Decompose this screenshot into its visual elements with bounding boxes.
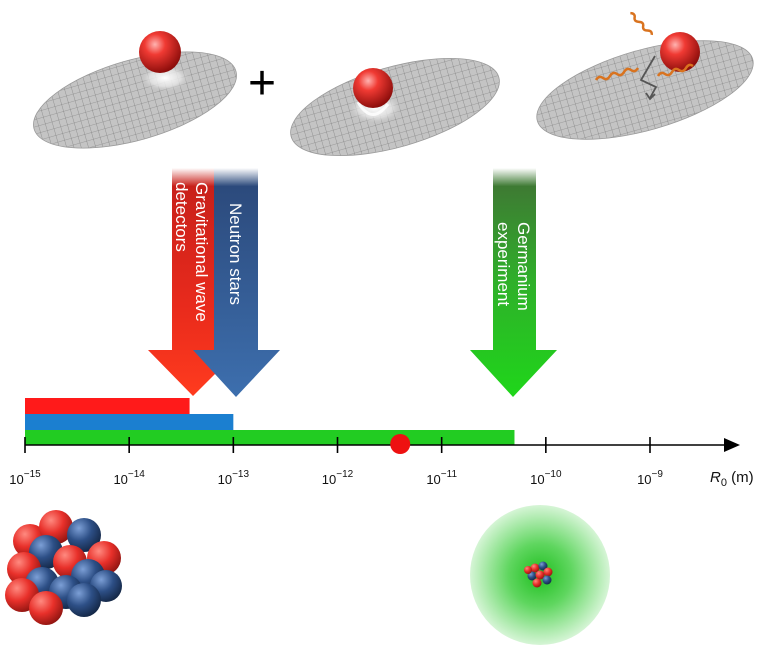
axis-tick-label: 10−12: [322, 469, 354, 487]
axis-tick-label: 10−10: [530, 469, 562, 487]
neutron-star-bar: [25, 414, 234, 430]
dark-matter-cloud-illustration: [470, 505, 610, 645]
plus-sign: +: [248, 57, 276, 110]
scatter-path-arrow: [639, 55, 658, 99]
axis-label: R0 (m): [710, 469, 754, 489]
photon-wave-top: [630, 11, 654, 36]
benchmark-marker: [390, 434, 411, 454]
gravitational-wave-bar: [25, 398, 190, 414]
target-sphere: [660, 32, 700, 72]
r0-axis: 10−15 10−14 10−13 10−12 10−11 10−10 10−9 R0 (m…: [9, 437, 754, 489]
photon-wave-left: [594, 67, 640, 81]
axis-arrowhead: [724, 438, 740, 452]
star-sphere: [139, 31, 181, 73]
arrow-gravitational-wave-detectors: Gravitational wave detectors: [148, 168, 239, 396]
arrow-label-neutron-stars: Neutron stars: [226, 203, 245, 305]
axis-tick-label: 10−11: [426, 469, 457, 487]
arrow-label-germanium: Germanium experiment: [494, 222, 533, 316]
scene-scattering-spacetime: [536, 11, 754, 140]
scene-star-spacetime: [33, 31, 237, 149]
scene-dark-matter-spacetime: [290, 57, 500, 157]
small-nucleus: [524, 561, 553, 588]
arrow-germanium-experiment: Germanium experiment: [470, 168, 557, 397]
arrow-neutron-stars: Neutron stars: [193, 168, 280, 397]
axis-tick-label: 10−9: [637, 469, 663, 487]
photon-wave-right: [656, 63, 694, 77]
axis-tick-label: 10−14: [113, 469, 145, 487]
arrow-label-gravitational-wave: Gravitational wave detectors: [172, 182, 211, 327]
axis-tick-label: 10−15: [9, 469, 41, 487]
axis-tick-label: 10−13: [218, 469, 250, 487]
nucleus-illustration: [5, 510, 122, 625]
dark-matter-sphere: [353, 68, 393, 108]
